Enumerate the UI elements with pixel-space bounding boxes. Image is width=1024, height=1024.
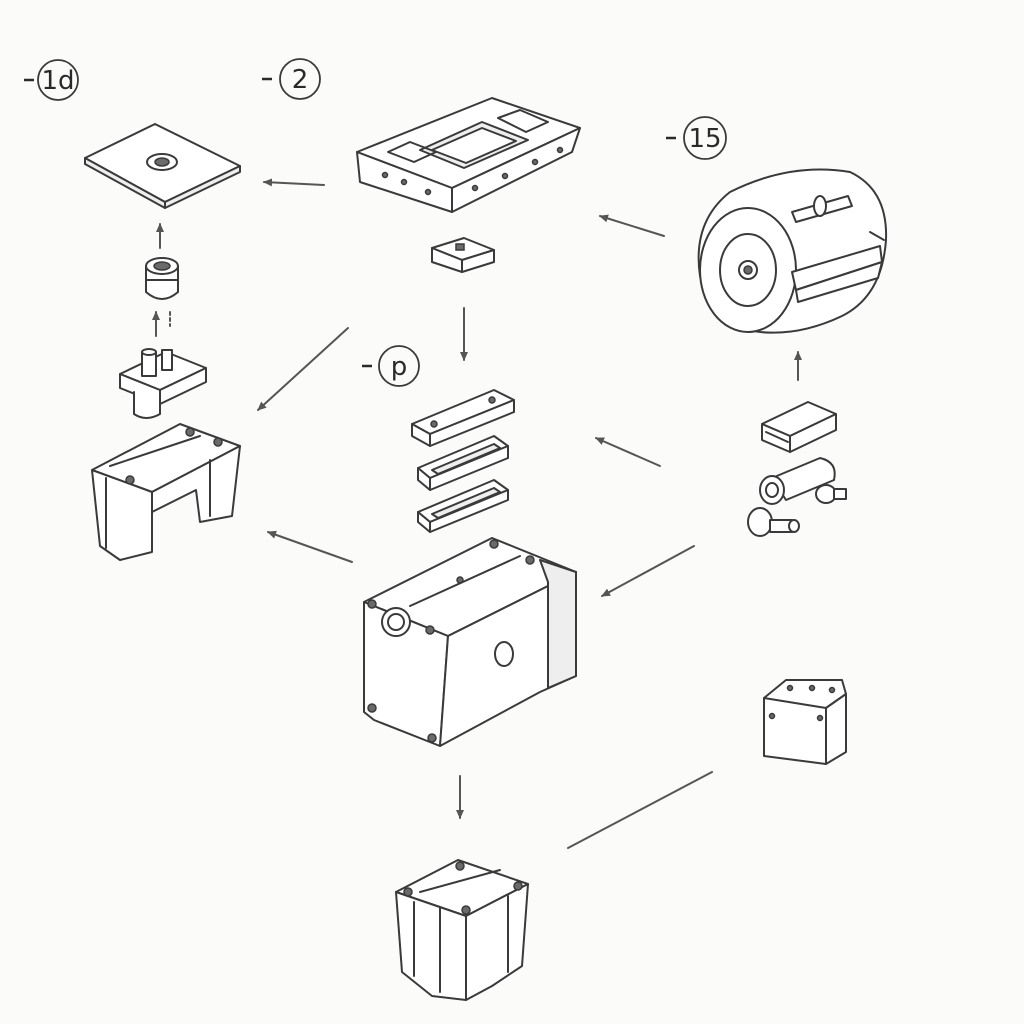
arrow-from-motor xyxy=(599,214,665,237)
arrow-to-bracket xyxy=(257,327,349,411)
base-housing xyxy=(395,859,529,1001)
drum-motor xyxy=(697,168,888,334)
small-square-block xyxy=(431,237,495,273)
arrow-to-plates xyxy=(595,437,661,467)
flat-mounting-plate xyxy=(84,123,241,209)
pipe-fittings xyxy=(747,457,847,537)
cover-box xyxy=(763,679,847,765)
callout-2-label: 2 xyxy=(292,65,309,95)
callout-1d-label: 1d xyxy=(41,66,74,96)
main-housing xyxy=(363,537,577,747)
leader-line xyxy=(567,771,713,849)
arrow-to-housing xyxy=(601,545,695,597)
callout-15-label: 15 xyxy=(688,124,721,154)
callout-1d: 1d xyxy=(24,59,79,101)
frame-plate xyxy=(356,97,581,213)
bracket-housing xyxy=(91,423,241,561)
callout-2: 2 xyxy=(262,58,321,100)
callout-15: 15 xyxy=(666,116,727,160)
bushing-part xyxy=(145,257,179,300)
callout-p: p xyxy=(362,345,420,387)
arrow-housing-to-bracket xyxy=(267,530,353,563)
terminal-block xyxy=(761,401,837,453)
callout-p-label: p xyxy=(391,352,408,382)
valve-block-part xyxy=(119,348,207,419)
flow-arrows xyxy=(152,178,802,849)
plate-stack xyxy=(411,389,515,533)
arrow-to-plate xyxy=(263,178,325,187)
